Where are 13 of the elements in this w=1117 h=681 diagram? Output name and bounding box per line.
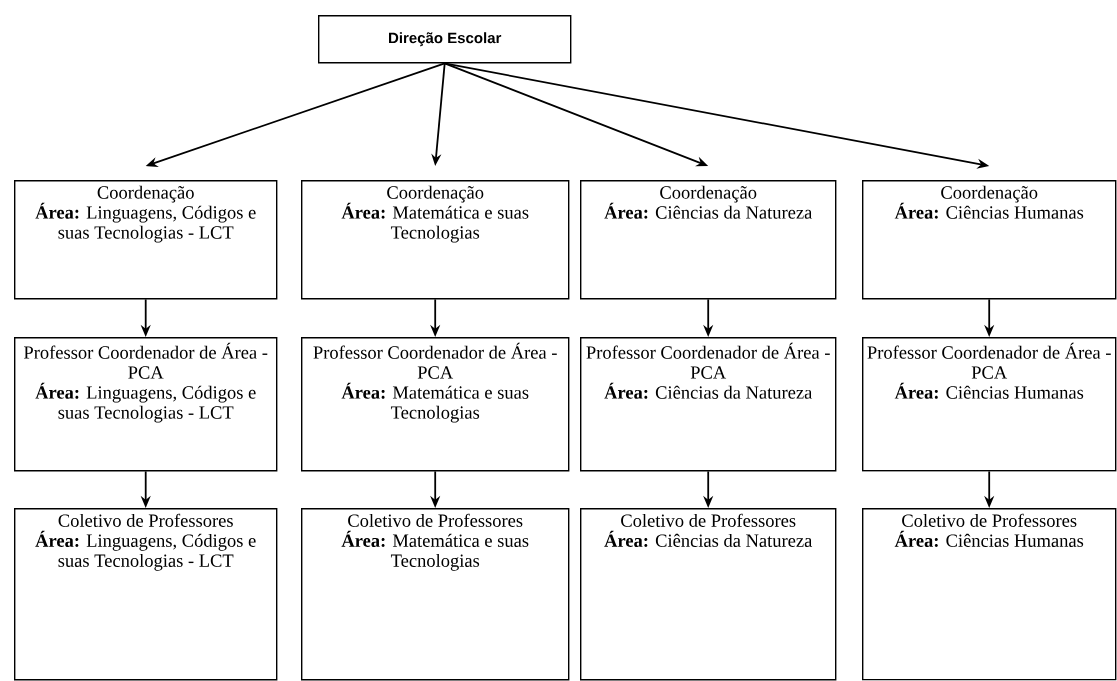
org-box: Coordenação Área: Matemática e suas Tecnologias <box>301 180 570 300</box>
title-box: Direção Escolar <box>318 15 572 64</box>
org-box: Professor Coordenador de Área - PCA Área: Ciências Humanas <box>862 337 1117 472</box>
org-box: Professor Coordenador de Área - PCA Área: Ciências da Natureza <box>580 337 837 472</box>
org-box: Coletivo de Professores Área: Linguagens, Códigos e suas Tecnologias - LCT <box>14 508 278 681</box>
org-box: Coordenação Área: Ciências Humanas <box>862 180 1117 300</box>
org-box: Professor Coordenador de Área - PCA Área: Linguagens, Códigos e suas Tecnologias - LCT <box>14 337 278 472</box>
org-box: Coordenação Área: Ciências da Natureza <box>580 180 837 300</box>
org-box: Coordenação Área: Linguagens, Códigos e suas Tecnologias - LCT <box>14 180 278 300</box>
org-box: Professor Coordenador de Área - PCA Área: Matemática e suas Tecnologias <box>301 337 570 472</box>
org-box: Coletivo de Professores Área: Ciências da Natureza <box>580 508 837 681</box>
org-box: Coletivo de Professores Área: Ciências Humanas <box>862 508 1117 681</box>
org-box: Coletivo de Professores Área: Matemática e suas Tecnologias <box>301 508 570 681</box>
